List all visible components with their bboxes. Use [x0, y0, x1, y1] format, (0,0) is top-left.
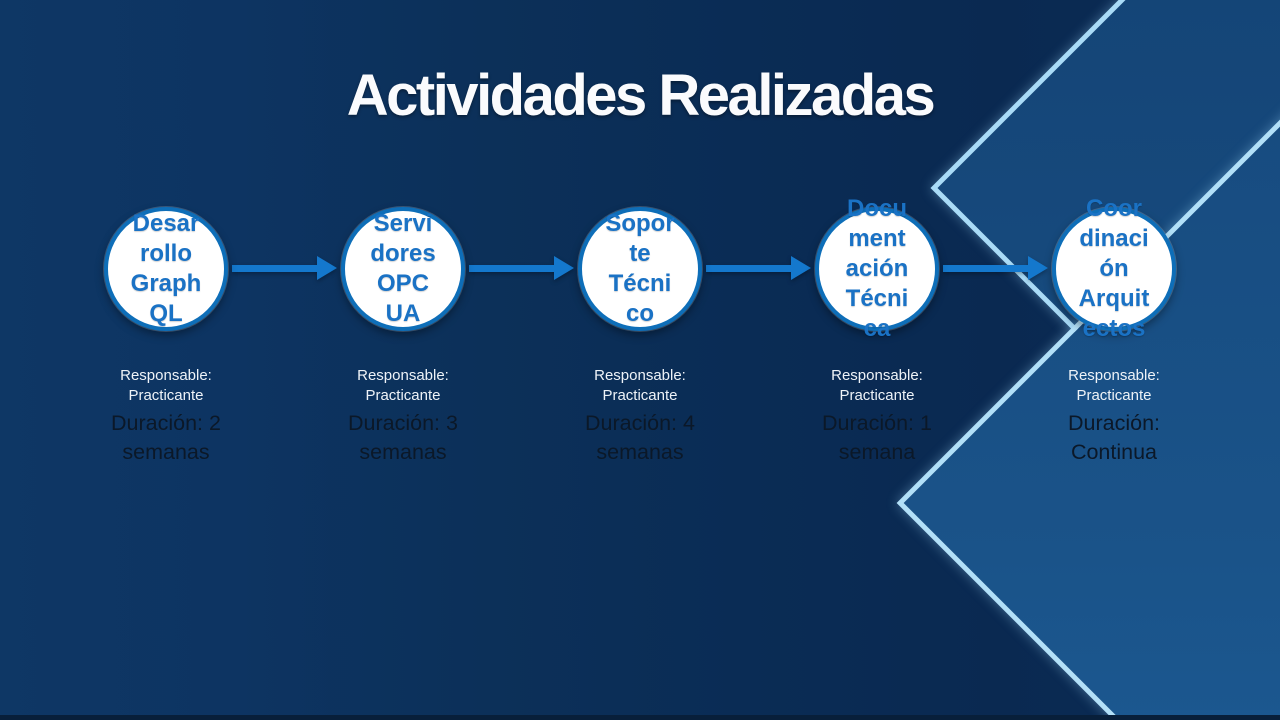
activity-circle-label: Servi dores OPC UA	[370, 210, 436, 327]
activity-circle: Docu ment ación Técni ca	[815, 195, 939, 342]
arrow-head	[554, 256, 574, 280]
arrow-head	[1028, 256, 1048, 280]
activity-circle-label: Docu ment ación Técni ca	[845, 195, 909, 342]
arrow-right-icon	[943, 256, 1048, 280]
slide-title: Actividades Realizadas	[346, 63, 936, 128]
activity-circle: Servi dores OPC UA	[341, 207, 465, 331]
activity-circle: Sopor te Técni co	[578, 207, 702, 331]
activity-responsible: Responsable: Practicante	[1068, 367, 1160, 404]
activity-column-soporte: Sopor te Técni co Responsable: Practican…	[525, 207, 755, 467]
arrow-head	[791, 256, 811, 280]
activity-circle-label: Desar rollo Graph QL	[130, 210, 202, 327]
arrow-head	[317, 256, 337, 280]
activity-circle-label: Coor dinaci ón Arquit ectos	[1078, 195, 1150, 342]
activity-responsible: Responsable: Practicante	[120, 367, 212, 404]
arrow-shaft	[232, 264, 319, 272]
activity-duration: Duración: 4 semanas	[585, 411, 695, 464]
activity-circle: Desar rollo Graph QL	[104, 207, 228, 331]
activity-duration: Duración: 1 semana	[822, 411, 932, 464]
activity-responsible: Responsable: Practicante	[357, 367, 449, 404]
activity-column-documentacion: Docu ment ación Técni ca Responsable: Pr…	[762, 195, 992, 467]
activity-duration: Duración: 2 semanas	[111, 411, 221, 464]
arrow-right-icon	[232, 256, 337, 280]
activity-responsible: Responsable: Practicante	[594, 367, 686, 404]
activity-column-coordinacion: Coor dinaci ón Arquit ectos Responsable:…	[999, 195, 1229, 467]
arrow-right-icon	[706, 256, 811, 280]
arrow-shaft	[706, 264, 793, 272]
arrow-shaft	[469, 264, 556, 272]
activity-column-opcua: Servi dores OPC UA Responsable: Practica…	[288, 207, 518, 467]
arrow-right-icon	[469, 256, 574, 280]
activity-circle: Coor dinaci ón Arquit ectos	[1052, 195, 1176, 342]
activity-responsible: Responsable: Practicante	[831, 367, 923, 404]
activity-duration: Duración: Continua	[1067, 411, 1160, 464]
slide-bottom-edge	[0, 715, 1280, 720]
activity-duration: Duración: 3 semanas	[348, 411, 458, 464]
arrow-shaft	[943, 264, 1030, 272]
activity-circle-label: Sopor te Técni co	[605, 210, 675, 327]
activity-column-graphql: Desar rollo Graph QL Responsable: Practi…	[51, 207, 281, 467]
